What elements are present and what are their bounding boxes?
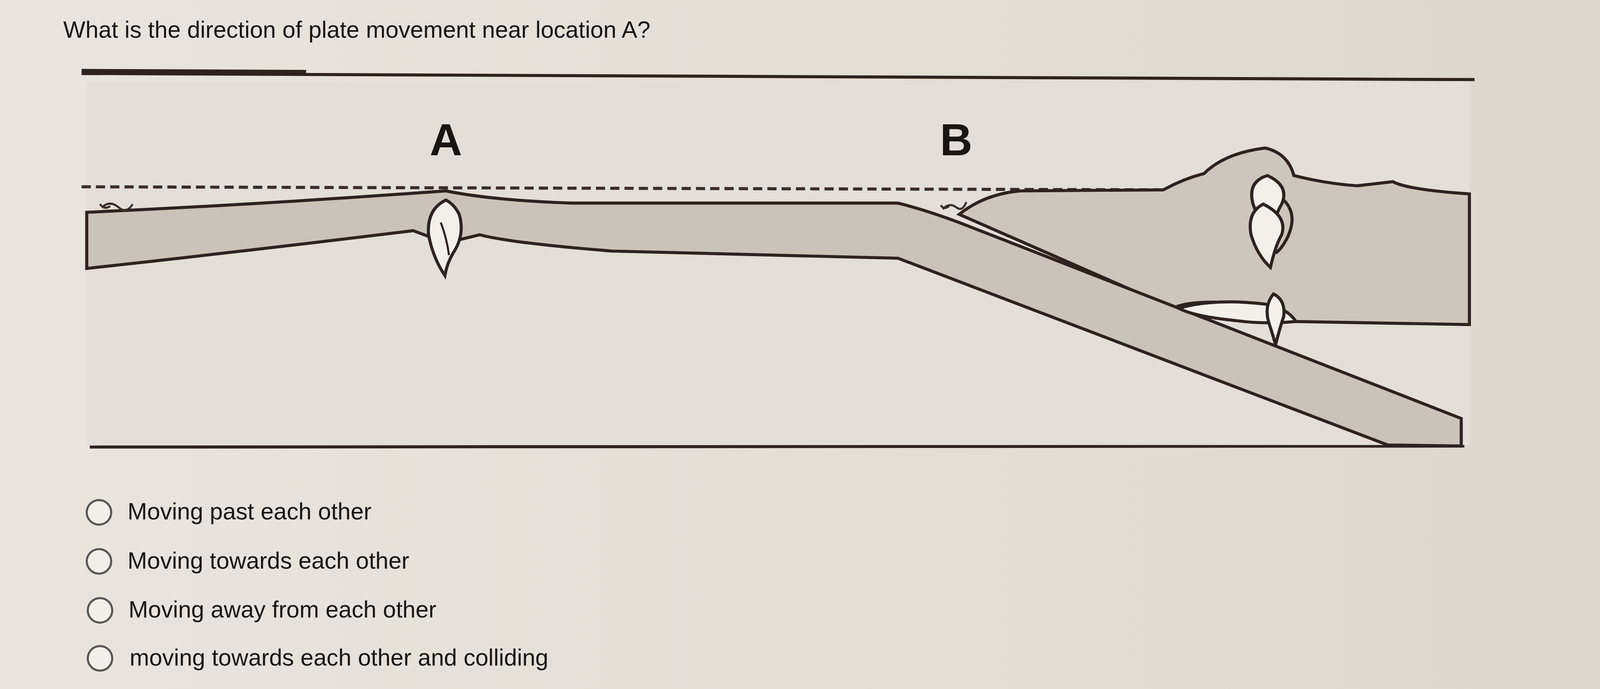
magma-flow: [440, 222, 450, 255]
fish-symbol: [100, 203, 133, 211]
volcano-magma: [1275, 200, 1293, 254]
bottom-rule: [89, 445, 1465, 448]
answer-option: Moving towards each other: [127, 547, 410, 574]
question-title: What is the direction of plate movement …: [63, 17, 651, 44]
location-label: B: [939, 115, 973, 165]
answer-option: Moving past each other: [127, 499, 372, 525]
top-rule-thick: [81, 71, 307, 73]
radio-button: [87, 645, 113, 671]
answer-option: Moving away from each other: [128, 597, 437, 623]
rising-magma: [1267, 293, 1285, 346]
radio-button: [86, 549, 112, 574]
answer-option: moving towards each other and colliding: [129, 644, 549, 671]
radio-button: [87, 597, 113, 623]
radio-button: [86, 499, 112, 525]
sea-level: [81, 186, 1169, 190]
location-label: A: [429, 115, 463, 165]
volcano-magma: [1250, 204, 1283, 268]
fish-symbol: [940, 202, 967, 210]
oceanic-plate: [86, 190, 1462, 447]
ridge-magma: [428, 200, 462, 276]
